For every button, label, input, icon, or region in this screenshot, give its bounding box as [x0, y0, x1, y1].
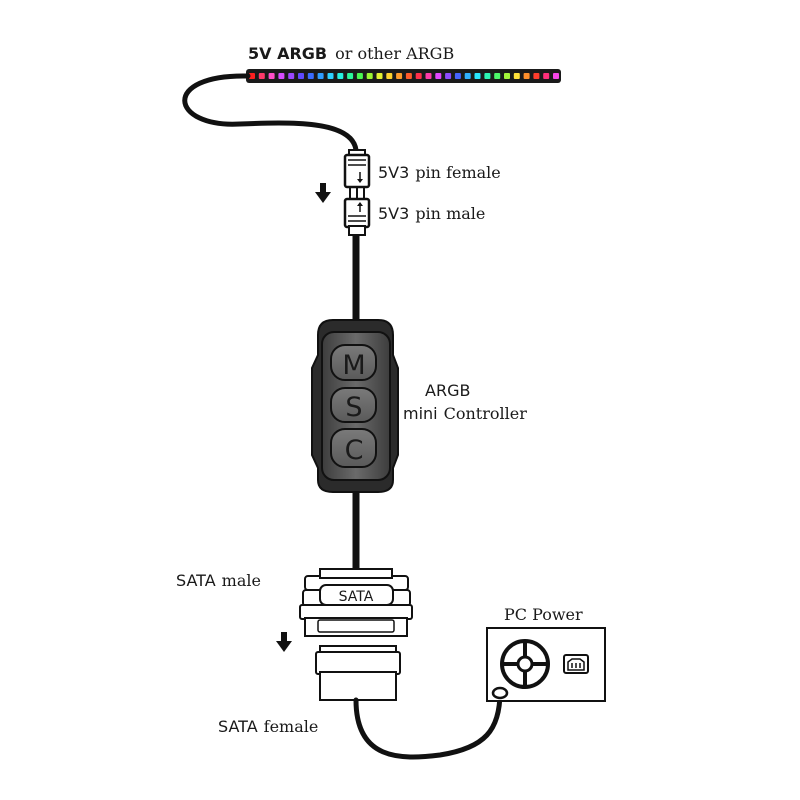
- led-dot: [396, 73, 403, 79]
- led-dot: [533, 73, 540, 79]
- sata-plug-text: SATA: [339, 589, 374, 605]
- led-dot: [405, 73, 412, 79]
- led-dot: [376, 73, 383, 79]
- led-dot: [464, 73, 471, 79]
- led-dot: [415, 73, 422, 79]
- led-dot: [484, 73, 491, 79]
- led-dot: [327, 73, 334, 79]
- led-dot: [258, 73, 265, 79]
- power-cable-port: [491, 686, 509, 700]
- sata-male-label: SATA male: [176, 571, 261, 590]
- strip-title: 5V ARGB or other ARGB: [248, 44, 454, 63]
- controller-label-line1: ARGB: [425, 381, 470, 400]
- pc-power-label: PC Power: [504, 605, 583, 624]
- insert-arrow-icon: [315, 183, 331, 203]
- led-dot: [474, 73, 481, 79]
- sata-female-label: SATA female: [218, 717, 318, 736]
- female-3pin-connector: [343, 149, 371, 189]
- led-dot: [317, 73, 324, 79]
- led-dot: [298, 73, 304, 79]
- led-dot: [268, 73, 275, 79]
- led-dot: [543, 73, 550, 79]
- power-cable: [353, 689, 503, 760]
- controller-button-m[interactable]: M: [330, 344, 377, 381]
- led-dot: [386, 73, 393, 79]
- male-3pin-connector: [343, 197, 371, 236]
- led-dot: [288, 73, 295, 79]
- led-dot: [425, 73, 432, 79]
- led-dot: [337, 73, 344, 79]
- female-connector-label: 5V3 pin female: [378, 163, 501, 182]
- led-dot: [307, 73, 314, 79]
- controller-label-line2: mini Controller: [403, 404, 527, 423]
- led-dot: [249, 73, 255, 79]
- connector-pins: [349, 188, 365, 199]
- sata-insert-arrow-icon: [276, 632, 292, 652]
- argb-led-strip: [246, 69, 561, 83]
- led-dot: [356, 73, 363, 79]
- argb-mini-controller: M S C: [311, 319, 399, 493]
- controller-button-c[interactable]: C: [330, 428, 377, 468]
- sata-male-plug: SATA: [299, 568, 413, 637]
- led-dot: [553, 73, 559, 79]
- led-dot: [278, 73, 285, 79]
- led-dot: [366, 73, 373, 79]
- fan-icon: [500, 639, 550, 689]
- led-dot: [435, 73, 442, 79]
- svg-text:S: S: [345, 392, 362, 423]
- up-arrow-icon: [357, 202, 363, 206]
- controller-button-s[interactable]: S: [330, 387, 377, 423]
- led-dot: [445, 73, 452, 79]
- led-dot: [494, 73, 501, 79]
- power-socket-icon: [563, 654, 589, 674]
- svg-text:C: C: [345, 435, 364, 466]
- pc-power-supply: [486, 627, 606, 702]
- led-dot: [504, 73, 510, 79]
- male-connector-label: 5V3 pin male: [378, 204, 485, 223]
- led-dot: [347, 73, 354, 79]
- led-dots: [249, 73, 559, 79]
- led-dot: [513, 73, 520, 79]
- led-dot: [523, 73, 530, 79]
- sata-female-socket: [315, 645, 401, 701]
- svg-text:M: M: [342, 350, 365, 381]
- led-dot: [454, 73, 461, 79]
- down-arrow-icon: [357, 179, 363, 183]
- strip-cable: [182, 73, 359, 153]
